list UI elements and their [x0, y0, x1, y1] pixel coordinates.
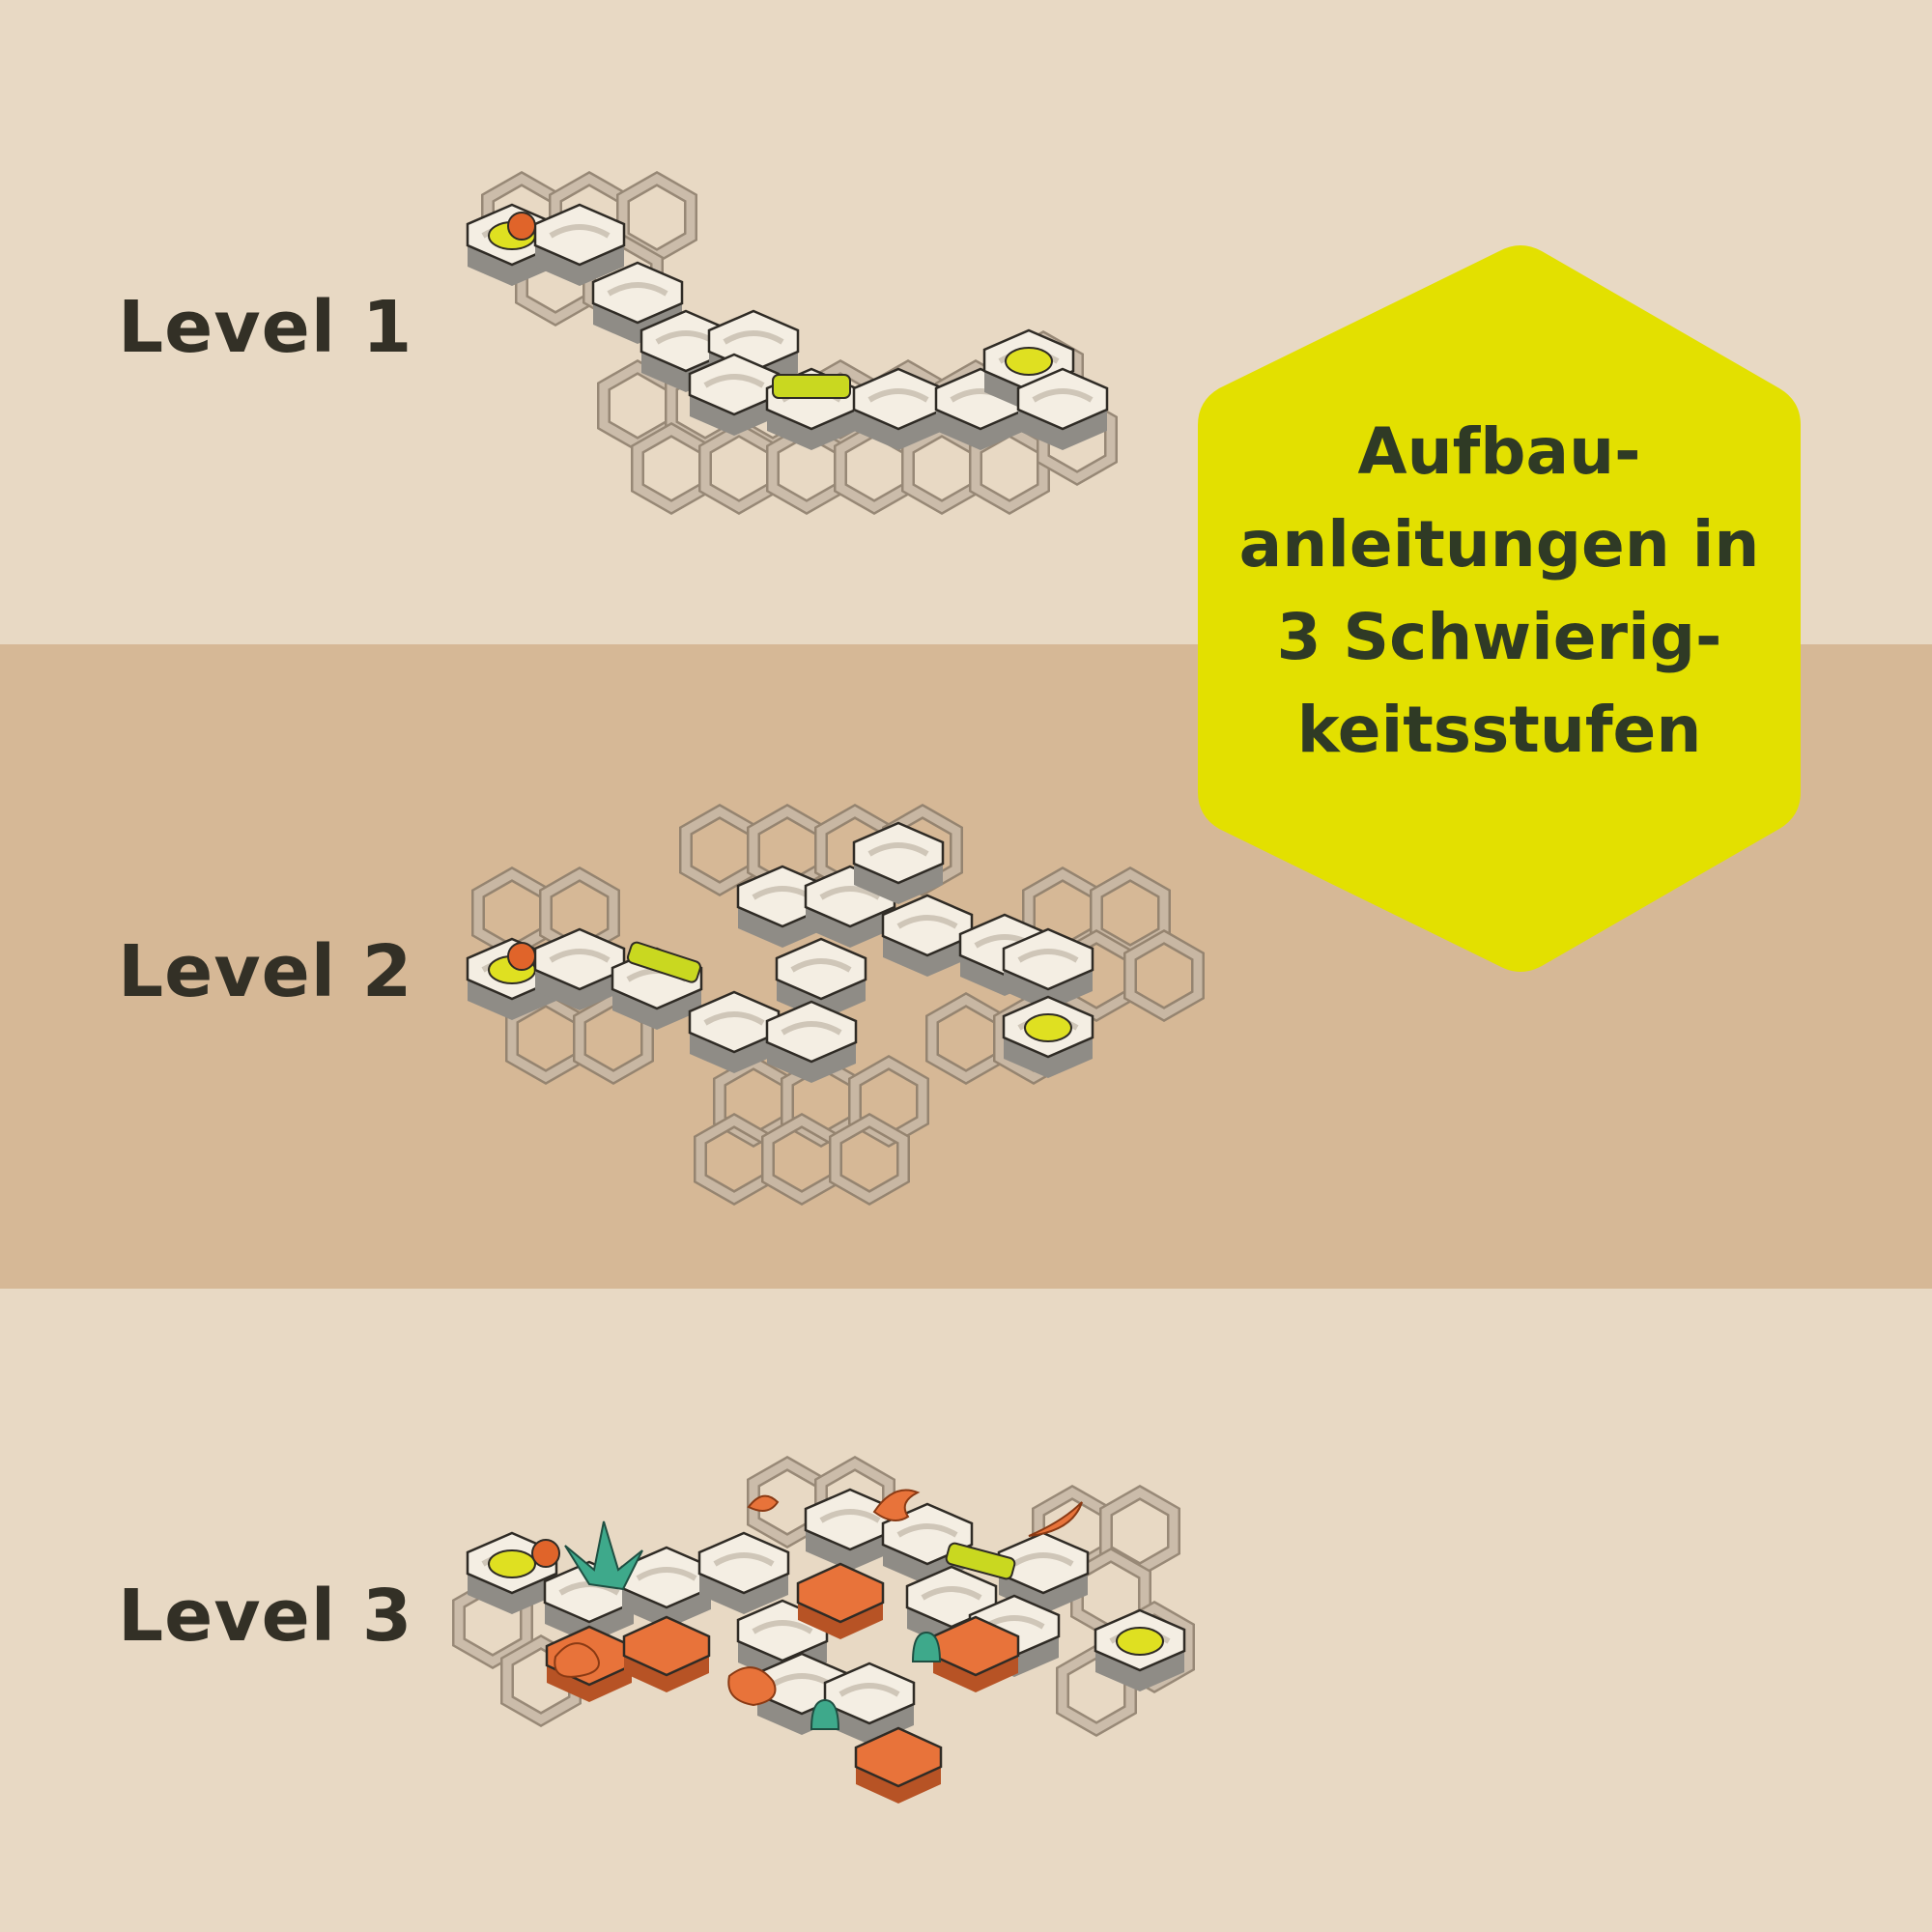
level-2-label: Level 2 [118, 930, 413, 1013]
level-3-label: Level 3 [118, 1575, 413, 1658]
plant-icon [564, 1520, 942, 1730]
badge-text: Aufbau- anleitungen in 3 Schwierig- keit… [1180, 406, 1818, 777]
badge-line-1: Aufbau- [1357, 414, 1641, 489]
level-1-board [468, 179, 1111, 507]
marble-icon [507, 942, 536, 971]
badge-line-4: keitsstufen [1296, 693, 1702, 767]
level-3-board [459, 1463, 1188, 1805]
level-1-label: Level 1 [118, 286, 413, 369]
badge-line-2: anleitungen in [1238, 507, 1760, 582]
difficulty-badge: Aufbau- anleitungen in 3 Schwierig- keit… [1180, 232, 1818, 985]
marble-icon [531, 1539, 560, 1568]
critter-icon [554, 1489, 1083, 1707]
marble-icon [507, 212, 536, 241]
hexagon-badge-shape [1198, 245, 1801, 972]
level-2-board [468, 811, 1198, 1198]
badge-line-3: 3 Schwierig- [1276, 600, 1722, 674]
